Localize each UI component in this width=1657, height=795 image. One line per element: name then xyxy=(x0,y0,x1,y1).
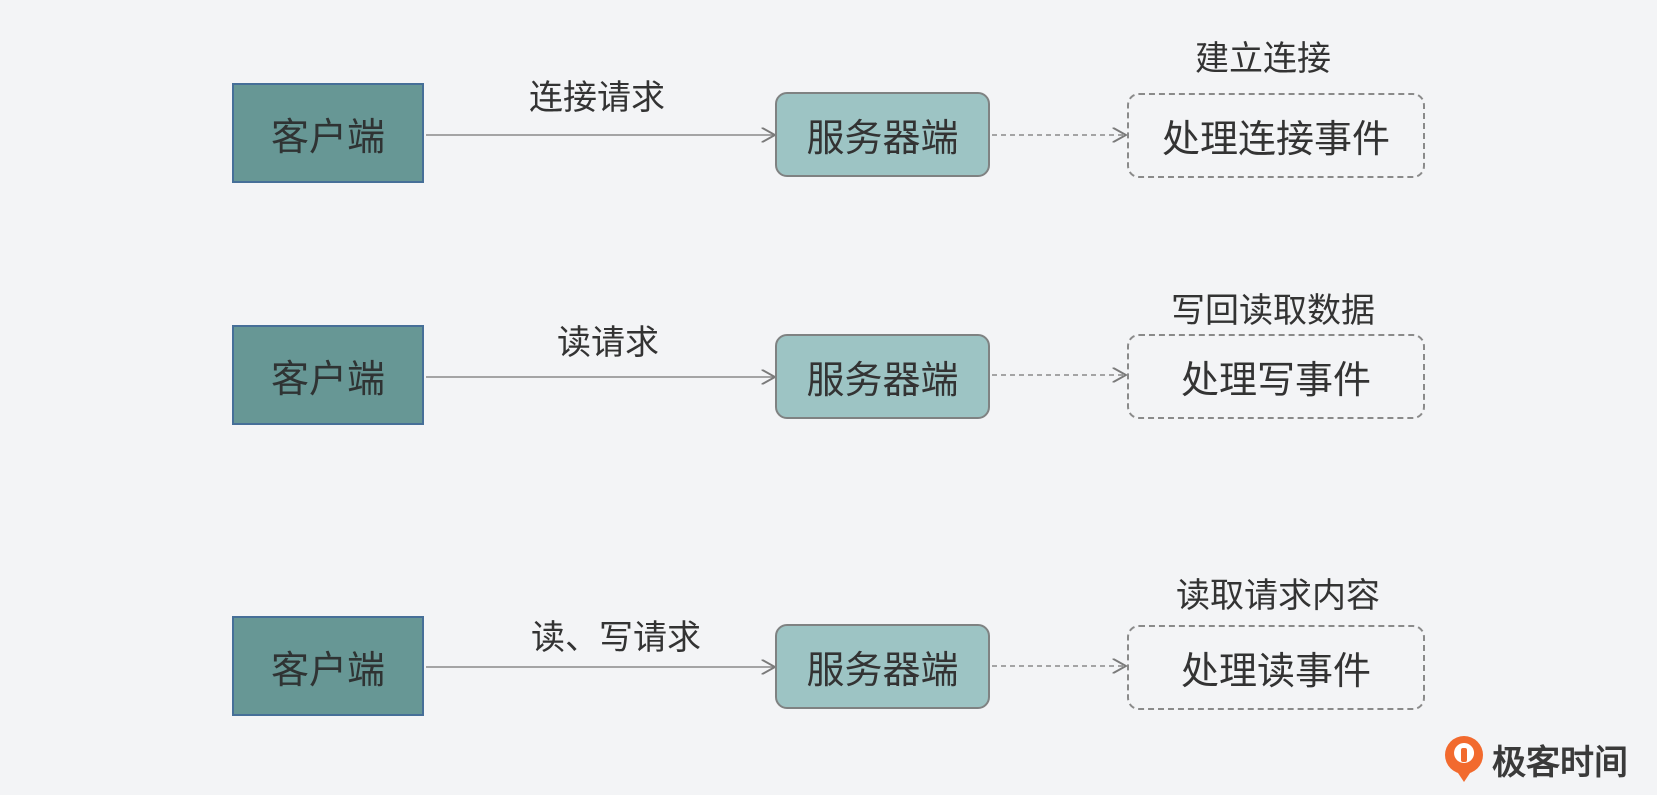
handler-label: 处理写事件 xyxy=(1180,358,1371,402)
action-label: 读取请求内容 xyxy=(1176,576,1380,616)
brand-logo: 极客时间 xyxy=(1442,734,1628,784)
handler-box: 处理写事件 xyxy=(1127,334,1425,419)
server-label: 服务器端 xyxy=(806,648,959,692)
request-label: 读、写请求 xyxy=(531,618,701,658)
handler-label: 处理读事件 xyxy=(1180,649,1371,693)
request-label: 读请求 xyxy=(557,323,659,363)
server-box: 服务器端 xyxy=(775,624,990,709)
server-box: 服务器端 xyxy=(775,92,990,177)
request-label: 连接请求 xyxy=(529,78,665,118)
action-label: 写回读取数据 xyxy=(1171,291,1375,331)
action-label: 建立连接 xyxy=(1195,39,1331,79)
handler-box: 处理读事件 xyxy=(1127,625,1425,710)
geektime-logo-icon xyxy=(1445,736,1483,782)
logo-text: 极客时间 xyxy=(1492,742,1628,783)
client-label: 客户端 xyxy=(270,647,385,692)
client-box: 客户端 xyxy=(232,325,424,425)
handler-box: 处理连接事件 xyxy=(1127,93,1425,178)
client-box: 客户端 xyxy=(232,83,424,183)
server-label: 服务器端 xyxy=(806,358,959,402)
client-box: 客户端 xyxy=(232,616,424,716)
client-label: 客户端 xyxy=(270,356,385,401)
server-box: 服务器端 xyxy=(775,334,990,419)
handler-label: 处理连接事件 xyxy=(1161,117,1390,161)
server-label: 服务器端 xyxy=(806,116,959,160)
client-label: 客户端 xyxy=(270,114,385,159)
